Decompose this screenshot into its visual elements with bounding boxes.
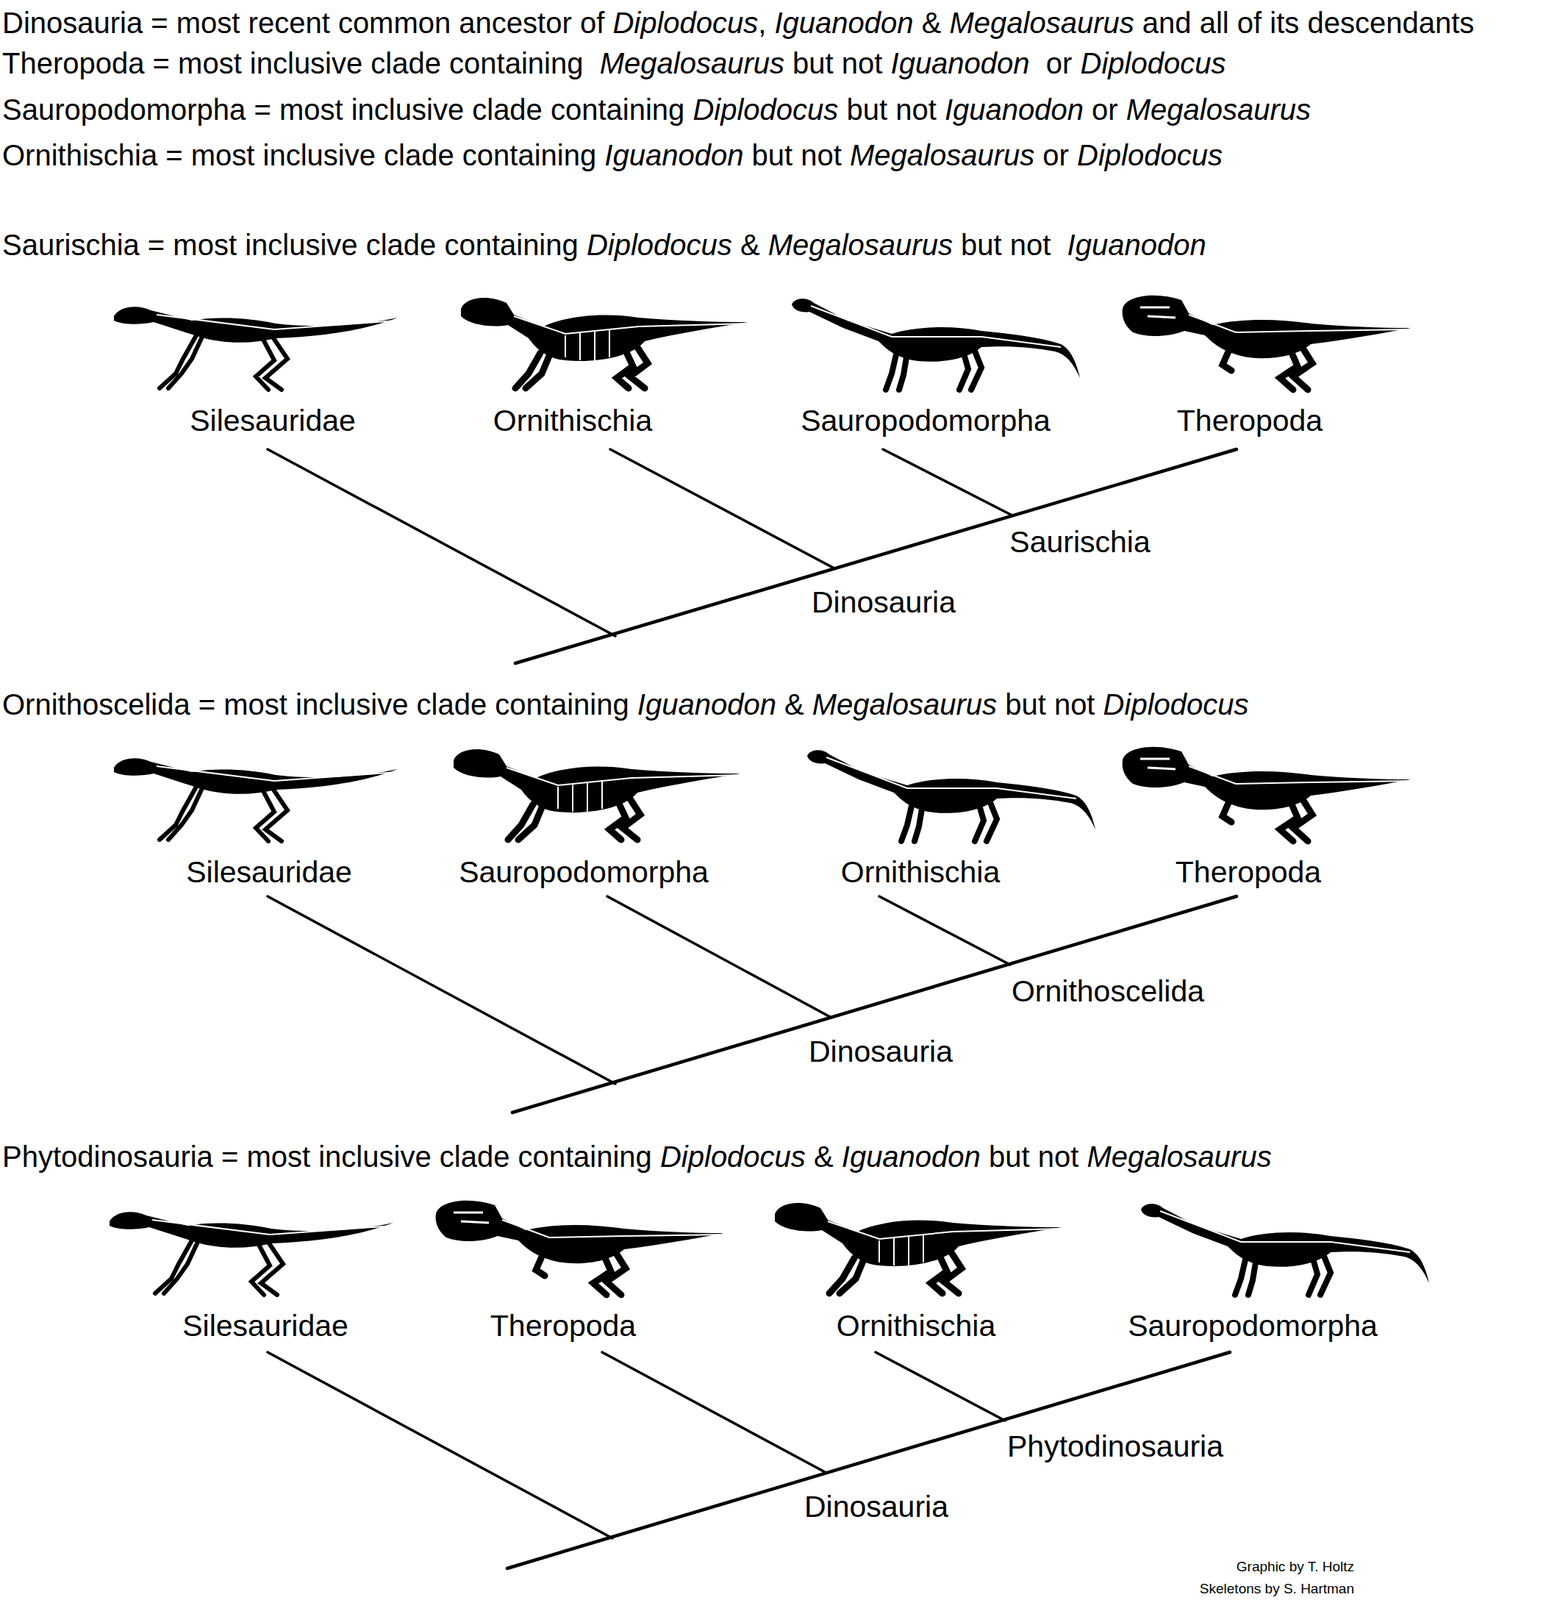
- definition-text: Ornithischia = most inclusive clade cont…: [2, 138, 1223, 173]
- taxon-label: Ornithischia: [493, 403, 653, 439]
- clade-label: Ornithoscelida: [1008, 974, 1208, 1009]
- tree-lines: [267, 449, 1237, 1569]
- definition-text: Dinosauria = most recent common ancestor…: [2, 5, 1474, 40]
- definition-text: Saurischia = most inclusive clade contai…: [2, 227, 1207, 262]
- taxon-label: Sauropodomorpha: [1127, 1308, 1378, 1344]
- taxon-label: Sauropodomorpha: [458, 854, 709, 890]
- clade-label: Phytodinosauria: [1004, 1429, 1227, 1464]
- taxon-label: Silesauridae: [182, 1308, 349, 1344]
- definition-text: Sauropodomorpha = most inclusive clade c…: [2, 92, 1311, 127]
- clade-label: Saurischia: [1006, 524, 1153, 560]
- clade-label: Dinosauria: [801, 1489, 952, 1524]
- taxon-label: Silesauridae: [185, 854, 353, 890]
- taxon-label: Theropoda: [490, 1308, 636, 1344]
- definition-text: Phytodinosauria = most inclusive clade c…: [2, 1139, 1272, 1174]
- taxon-label: Theropoda: [1175, 854, 1322, 890]
- credit-text: Graphic by T. Holtz: [1236, 1558, 1355, 1575]
- definition-text: Theropoda = most inclusive clade contain…: [2, 46, 1226, 81]
- taxon-label: Ornithischia: [836, 1308, 996, 1344]
- taxon-label: Sauropodomorpha: [800, 403, 1051, 439]
- clade-label: Dinosauria: [808, 585, 959, 620]
- credit-text: Skeletons by S. Hartman: [1199, 1580, 1355, 1597]
- taxon-label: Silesauridae: [189, 403, 356, 439]
- clade-label: Dinosauria: [805, 1034, 956, 1069]
- taxon-label: Theropoda: [1176, 403, 1323, 439]
- definition-text: Ornithoscelida = most inclusive clade co…: [2, 687, 1250, 722]
- taxon-label: Ornithischia: [841, 854, 1000, 890]
